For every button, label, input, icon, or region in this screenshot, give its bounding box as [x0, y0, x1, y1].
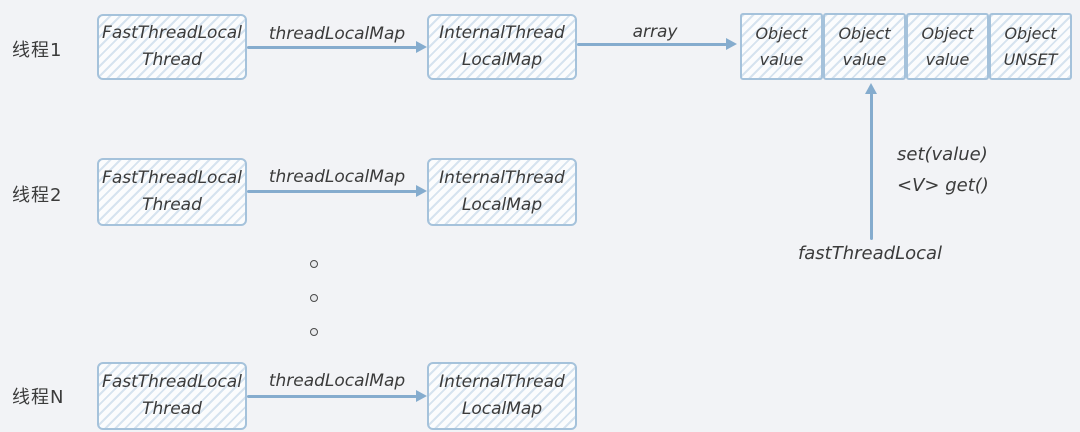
ellipsis-dot-2: [310, 294, 318, 302]
threadlocalmap-edge-label-1: threadLocalMap: [268, 24, 406, 44]
ellipsis-dot-1: [310, 260, 318, 268]
threadlocalmap-arrow-n: [247, 390, 427, 402]
array-cell-1-line2: value: [842, 49, 887, 69]
threadlocalmap-arrow-2: [247, 185, 427, 197]
array-cell-0-line1: Object: [755, 23, 808, 43]
thread-2-label: 线程2: [12, 185, 63, 206]
thread-1-label: 线程1: [12, 40, 63, 61]
array-cell-3-line1: Object: [1004, 23, 1057, 43]
thread-n-label: 线程N: [12, 387, 65, 408]
object-array: Object value Object value Object value O…: [740, 13, 1072, 80]
set-value-label: set(value): [897, 144, 988, 165]
internal-thread-local-map-box-2: InternalThread LocalMap: [427, 158, 577, 226]
array-cell-2-line1: Object: [921, 23, 974, 43]
internal-thread-local-map-box-n: InternalThread LocalMap: [427, 362, 577, 430]
get-label: <V> get(): [897, 175, 989, 196]
internal-box-n-line1: InternalThread: [439, 372, 565, 392]
fast-box-n-line1: FastThreadLocal: [102, 372, 242, 392]
array-cell-3: Object UNSET: [989, 13, 1072, 80]
array-edge-label: array: [632, 22, 678, 42]
internal-box-1-line1: InternalThread: [439, 23, 565, 43]
internal-box-n-line2: LocalMap: [461, 399, 543, 419]
internal-thread-local-map-box-1: InternalThread LocalMap: [427, 14, 577, 80]
array-cell-1: Object value: [823, 13, 906, 80]
fast-thread-local-thread-box-1: FastThreadLocal Thread: [97, 14, 247, 80]
fast-thread-local-thread-box-2: FastThreadLocal Thread: [97, 158, 247, 226]
ellipsis-dot-3: [310, 328, 318, 336]
array-cell-0-line2: value: [759, 49, 804, 69]
internal-box-1-line2: LocalMap: [461, 50, 543, 70]
array-cell-0: Object value: [740, 13, 823, 80]
array-cell-1-line1: Object: [838, 23, 891, 43]
fast-box-n-line2: Thread: [142, 399, 202, 419]
array-cell-3-line2: UNSET: [1003, 49, 1058, 69]
fast-box-1-line2: Thread: [142, 50, 202, 70]
array-arrow: [577, 38, 737, 50]
threadlocalmap-arrow-1: [247, 41, 427, 53]
fastthreadlocal-arrow: [865, 83, 877, 240]
fast-thread-local-thread-box-n: FastThreadLocal Thread: [97, 362, 247, 430]
fast-box-2-line2: Thread: [142, 195, 202, 215]
internal-box-2-line1: InternalThread: [439, 168, 565, 188]
threadlocalmap-edge-label-2: threadLocalMap: [268, 167, 406, 187]
array-cell-2: Object value: [906, 13, 989, 80]
internal-box-2-line2: LocalMap: [461, 195, 543, 215]
fast-box-1-line1: FastThreadLocal: [102, 23, 242, 43]
array-cell-2-line2: value: [925, 49, 970, 69]
fast-box-2-line1: FastThreadLocal: [102, 168, 242, 188]
threadlocalmap-edge-label-n: threadLocalMap: [268, 371, 406, 391]
fastthreadlocal-label: fastThreadLocal: [797, 243, 943, 264]
